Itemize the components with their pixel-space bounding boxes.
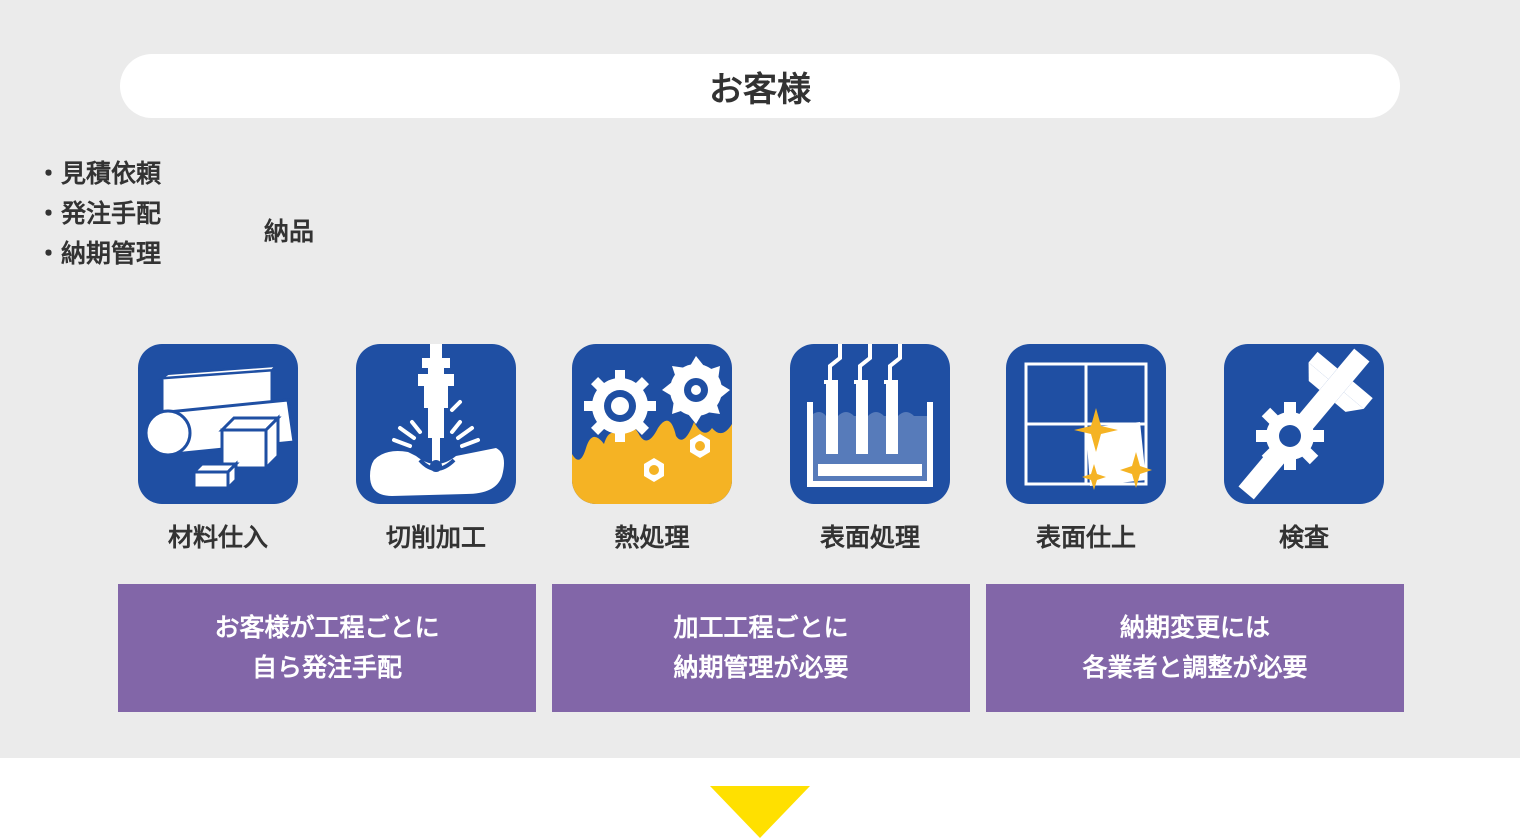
process-surface-treatment: 表面処理 — [790, 344, 950, 552]
process-label: 材料仕入 — [167, 523, 268, 552]
issue-line: 自ら発注手配 — [251, 653, 402, 682]
issue-line: 加工工程ごとに — [673, 613, 849, 642]
inspection-icon — [1224, 344, 1384, 504]
flow-panel: お客様 ・見積依頼 ・発注手配 ・納期管理 納品 材料仕入 — [0, 0, 1520, 758]
process-label: 表面仕上 — [1035, 523, 1136, 552]
process-label: 表面処理 — [819, 523, 920, 552]
process-cutting: 切削加工 — [356, 344, 516, 552]
down-arrow-icon — [710, 786, 810, 838]
process-label: 切削加工 — [385, 523, 486, 552]
process-label: 検査 — [1278, 523, 1329, 552]
issue-line: お客様が工程ごとに — [214, 613, 440, 642]
client-task-item: ・納期管理 — [36, 239, 162, 268]
surface-finishing-icon — [1006, 344, 1166, 504]
heat-treatment-icon — [572, 344, 732, 504]
issue-box: 納期変更には 各業者と調整が必要 — [986, 584, 1404, 712]
process-material-stock: 材料仕入 — [138, 344, 298, 552]
process-inspection: 検査 — [1224, 344, 1384, 552]
cutting-icon — [356, 344, 516, 504]
surface-treatment-icon — [790, 344, 950, 504]
client-task-list: ・見積依頼 ・発注手配 ・納期管理 — [36, 154, 161, 274]
customer-header: お客様 — [120, 54, 1400, 118]
process-heat-treatment: 熱処理 — [572, 344, 732, 552]
material-stock-icon — [138, 344, 298, 504]
issue-box: 加工工程ごとに 納期管理が必要 — [552, 584, 970, 712]
issue-line: 各業者と調整が必要 — [1082, 653, 1308, 682]
issue-line: 納期管理が必要 — [673, 653, 849, 682]
process-label: 熱処理 — [614, 523, 690, 552]
delivery-label: 納品 — [264, 217, 315, 246]
client-task-item: ・見積依頼 — [36, 159, 162, 188]
customer-label: お客様 — [709, 69, 811, 110]
issue-line: 納期変更には — [1119, 613, 1270, 642]
issue-box: お客様が工程ごとに 自ら発注手配 — [118, 584, 536, 712]
process-surface-finishing: 表面仕上 — [1006, 344, 1166, 552]
client-task-item: ・発注手配 — [36, 199, 162, 228]
